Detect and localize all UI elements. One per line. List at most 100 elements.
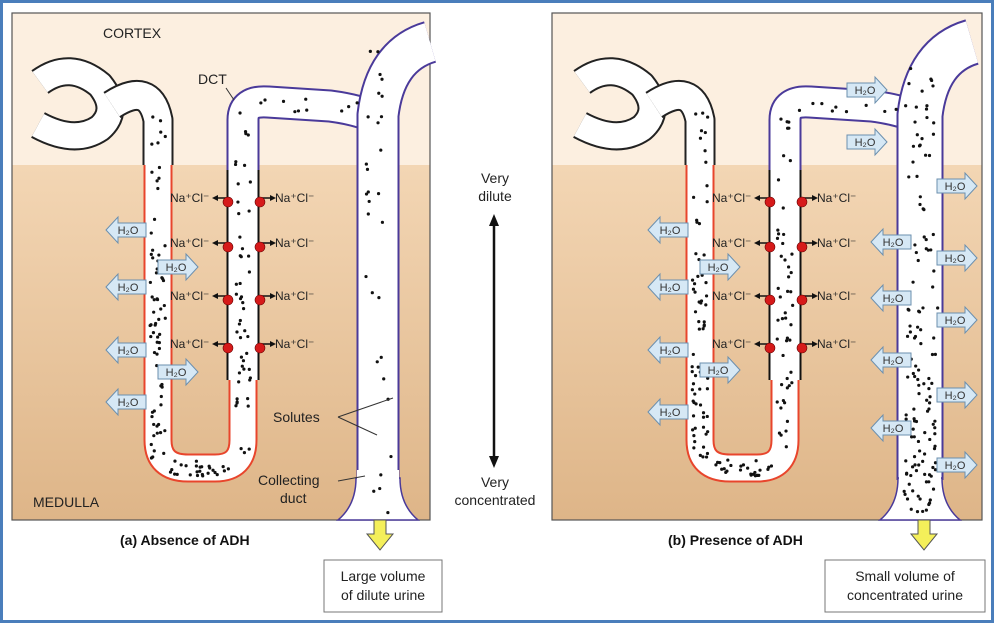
output-label: Small volume of: [855, 568, 955, 584]
arrow-shape: [647, 335, 689, 365]
solute-dot: [927, 376, 931, 381]
solute-dot: [758, 468, 762, 472]
water-arrow-icon: H₂O: [936, 305, 978, 335]
nacl-label: Na⁺Cl⁻: [170, 337, 209, 351]
arrow-shape: [647, 272, 689, 302]
nacl-label: Na⁺Cl⁻: [817, 191, 856, 205]
arrow-shape: [699, 252, 741, 282]
solute-dot: [691, 428, 695, 432]
solute-dot: [914, 105, 918, 109]
solute-dot: [908, 330, 912, 334]
solute-dot: [931, 487, 936, 491]
solute-dot: [368, 49, 372, 53]
solute-dot: [916, 258, 920, 263]
solute-dot: [152, 409, 156, 413]
solute-dot: [924, 247, 928, 251]
arrowhead-icon: [754, 341, 760, 347]
solute-dot: [153, 323, 157, 327]
solute-dot: [152, 434, 156, 438]
arrow-shape: [846, 75, 888, 105]
solute-dot: [933, 468, 938, 472]
solute-dot: [364, 192, 369, 196]
solute-dot: [151, 331, 156, 335]
solutes-pointer: [337, 397, 394, 418]
solute-dot: [904, 104, 908, 108]
solute-dot: [382, 377, 386, 381]
solute-dot: [240, 247, 245, 251]
water-arrow-icon: H₂O: [105, 272, 147, 302]
water-arrow-icon: H₂O: [647, 272, 689, 302]
solute-dot: [248, 376, 252, 380]
solutes-label: Solutes: [273, 409, 320, 425]
solute-dot: [379, 115, 384, 119]
very-concentrated-label: Very: [481, 474, 509, 490]
solute-dot: [907, 175, 911, 179]
solute-dot: [246, 334, 250, 339]
nacl-label: Na⁺Cl⁻: [170, 289, 209, 303]
arrowhead-icon: [270, 195, 276, 201]
arrowhead-icon: [812, 195, 818, 201]
arrow-shape: [157, 357, 199, 387]
collecting-duct-pointer: [337, 475, 366, 482]
arrow-up-head: [489, 214, 499, 226]
solute-dot: [883, 109, 887, 114]
solute-dot: [696, 365, 700, 369]
ion-pump-icon: [764, 294, 776, 306]
solute-dot: [753, 470, 757, 475]
arrow-down-head: [489, 456, 499, 468]
arrowhead-icon: [754, 240, 760, 246]
solute-dot: [195, 473, 200, 478]
arrow-shape: [105, 272, 147, 302]
ion-pump-icon: [764, 241, 776, 253]
water-label: H₂O: [883, 355, 904, 367]
solute-dot: [157, 165, 162, 170]
solute-dot: [785, 376, 789, 381]
solute-dot: [163, 244, 167, 248]
urine-arrow-icon: [909, 519, 939, 551]
solute-dot: [913, 374, 917, 379]
arrow-shape: [647, 215, 689, 245]
solute-dot: [163, 134, 167, 139]
arrow-shape: [936, 450, 978, 480]
solute-dot: [928, 395, 932, 399]
panel-a-caption: (a) Absence of ADH: [120, 532, 250, 548]
nacl-label: Na⁺Cl⁻: [275, 289, 314, 303]
solute-dot: [931, 232, 935, 237]
water-label: H₂O: [855, 137, 876, 149]
nacl-label: Na⁺Cl⁻: [817, 289, 856, 303]
water-label: H₂O: [118, 225, 139, 237]
solute-dot: [377, 91, 381, 95]
solute-dot: [784, 429, 788, 433]
solute-dot: [699, 129, 704, 133]
solute-dot: [706, 115, 710, 119]
panel-b-caption: (b) Presence of ADH: [668, 532, 803, 548]
solute-dot: [908, 324, 912, 328]
arrowhead-icon: [812, 341, 818, 347]
solute-dot: [692, 195, 696, 199]
solute-dot: [705, 200, 709, 204]
solute-dot: [237, 322, 242, 326]
solute-dot: [931, 465, 935, 470]
water-label: H₂O: [883, 423, 904, 435]
nacl-label: Na⁺Cl⁻: [712, 236, 751, 250]
solute-dot: [911, 489, 915, 493]
solute-dot: [916, 377, 920, 382]
ion-pump-icon: [796, 342, 808, 354]
solute-dot: [704, 455, 709, 459]
solute-dot: [781, 241, 785, 246]
arrow-shape: [157, 252, 199, 282]
solute-dot: [931, 132, 936, 136]
water-label: H₂O: [118, 282, 139, 294]
solute-dot: [911, 160, 915, 164]
solute-dot: [915, 174, 919, 178]
solute-dot: [925, 115, 929, 120]
ion-pump-icon: [254, 294, 266, 306]
solute-dot: [781, 206, 785, 210]
solute-dot: [150, 414, 154, 419]
ion-pump-icon: [796, 294, 808, 306]
solute-dot: [149, 231, 153, 235]
solute-dot: [389, 454, 393, 459]
solute-dot: [927, 502, 931, 507]
water-arrow-icon: H₂O: [157, 252, 199, 282]
